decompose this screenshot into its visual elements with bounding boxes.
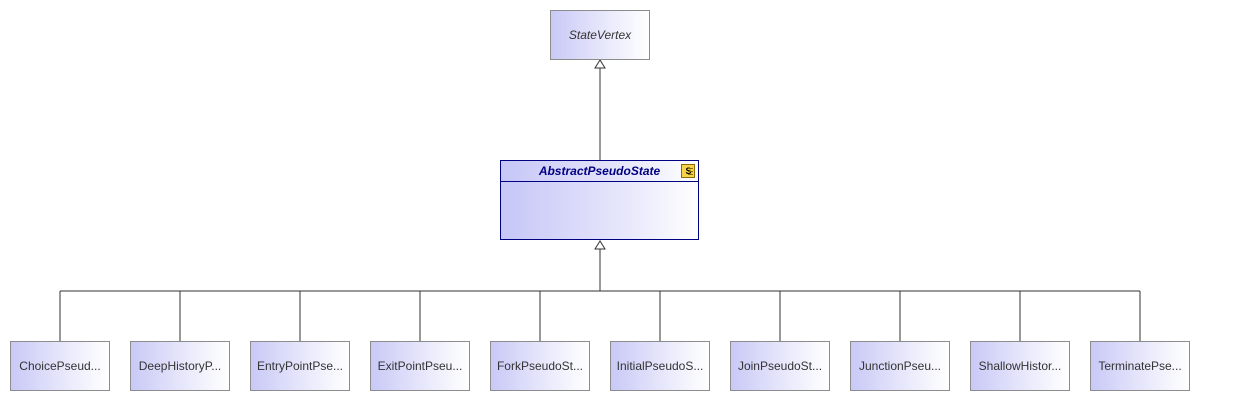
class-name-label: ShallowHistor...: [978, 359, 1062, 373]
class-child-2[interactable]: DeepHistoryP...: [130, 341, 230, 391]
class-name-label: EntryPointPse...: [256, 359, 344, 373]
class-name-label: DeepHistoryP...: [138, 359, 222, 373]
class-name-label: InitialPseudoS...: [616, 359, 704, 373]
class-child-9[interactable]: ShallowHistor...: [970, 341, 1070, 391]
class-child-1[interactable]: ChoicePseud...: [10, 341, 110, 391]
class-name-label: JoinPseudoSt...: [737, 359, 823, 373]
generalization-arrowhead-parent: [594, 240, 606, 250]
class-name-label: ChoicePseud...: [19, 359, 101, 373]
abstract-class-name: AbstractPseudoState: [538, 164, 661, 178]
class-child-3[interactable]: EntryPointPse...: [250, 341, 350, 391]
class-name-label: ExitPointPseu...: [377, 359, 463, 373]
stereotype-icon: S: [681, 164, 695, 178]
class-child-6[interactable]: InitialPseudoS...: [610, 341, 710, 391]
class-child-5[interactable]: ForkPseudoSt...: [490, 341, 590, 391]
class-state-vertex[interactable]: StateVertex: [550, 10, 650, 60]
class-name-label: TerminatePse...: [1098, 359, 1182, 373]
class-abstract-pseudo-state[interactable]: AbstractPseudoState S: [500, 160, 699, 240]
generalization-arrowhead-root: [594, 59, 606, 69]
class-child-10[interactable]: TerminatePse...: [1090, 341, 1190, 391]
class-child-8[interactable]: JunctionPseu...: [850, 341, 950, 391]
class-name-label: AbstractPseudoState S: [501, 161, 698, 182]
class-child-7[interactable]: JoinPseudoSt...: [730, 341, 830, 391]
class-child-4[interactable]: ExitPointPseu...: [370, 341, 470, 391]
class-name-label: StateVertex: [568, 28, 632, 42]
class-name-label: JunctionPseu...: [858, 359, 942, 373]
class-name-label: ForkPseudoSt...: [496, 359, 584, 373]
